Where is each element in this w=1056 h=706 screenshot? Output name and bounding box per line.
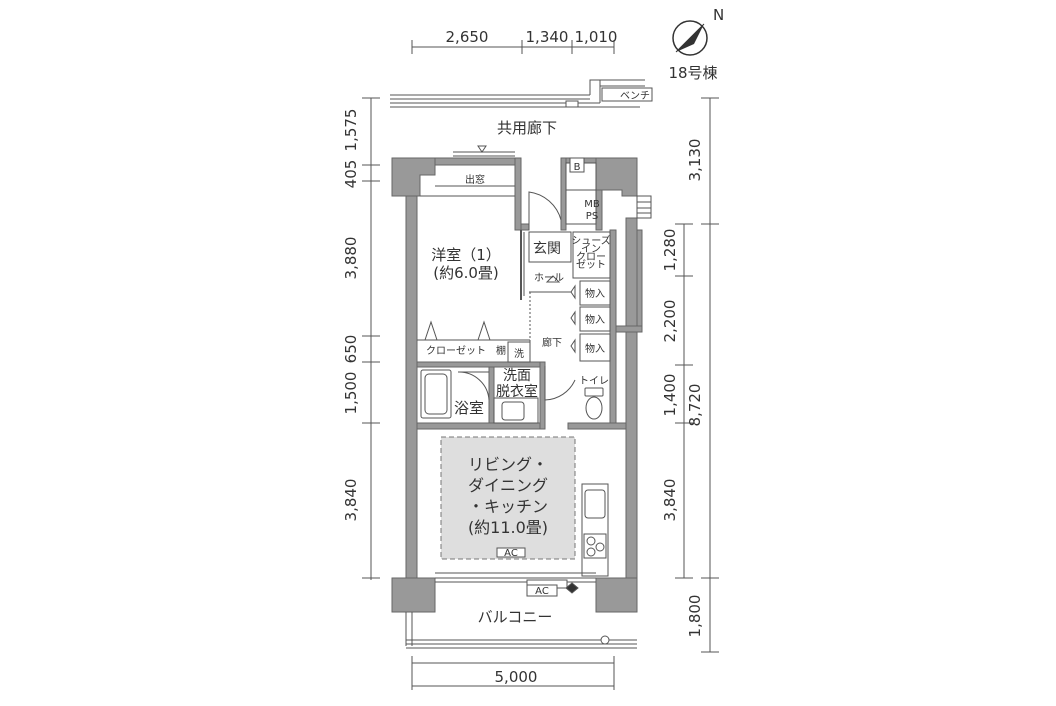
dim-left-5: 1,500	[342, 372, 360, 415]
balcony-label: バルコニー	[478, 608, 553, 626]
shelf-label: 棚	[496, 344, 506, 357]
ldk-label-2: ダイニング	[468, 476, 548, 495]
dim-left-6: 3,840	[342, 479, 360, 522]
dim-left-2: 405	[342, 160, 360, 189]
hallway-label: 廊下	[542, 336, 562, 349]
dim-right-inner-3: 1,400	[661, 374, 679, 417]
north-compass-icon	[672, 20, 708, 56]
shoes-closet-labels: シューズ イン クロー ゼット	[571, 234, 611, 271]
dim-left-4: 650	[342, 335, 360, 364]
shoes-closet-2: イン	[581, 244, 601, 255]
right-dimension-lines	[675, 97, 719, 653]
entrance-label: 玄関	[533, 240, 561, 257]
left-dimension-line	[362, 97, 380, 580]
kitchen	[581, 483, 609, 577]
b-box-label: B	[574, 162, 581, 173]
building-number: 18号棟	[668, 64, 717, 82]
closet	[417, 320, 531, 363]
balcony-windows	[435, 572, 596, 597]
washroom	[493, 397, 539, 424]
bedroom-name: 洋室（1）	[431, 246, 501, 264]
bedroom-size: (約6.0畳)	[433, 264, 499, 282]
mbps-label-2: PS	[586, 211, 598, 222]
mbps-label-1: MB	[584, 199, 600, 210]
dim-left-3: 3,880	[342, 237, 360, 280]
dim-top-2: 1,340	[526, 28, 569, 46]
mbps-box	[565, 157, 597, 225]
corridor-railing	[390, 79, 653, 108]
dim-top-3: 1,010	[575, 28, 618, 46]
dim-right-inner-4: 3,840	[661, 479, 679, 522]
walls	[391, 157, 643, 613]
balcony-railing	[405, 612, 637, 649]
ldk-size: (約11.0畳)	[468, 518, 548, 537]
storage-label-3: 物入	[585, 342, 605, 355]
dim-top-1: 2,650	[446, 28, 489, 46]
north-label: N	[713, 6, 724, 24]
bay-window-label: 出窓	[465, 173, 485, 186]
dim-right-outer-2: 8,720	[686, 384, 704, 427]
toilet	[544, 366, 604, 420]
ac-label-ldk: AC	[504, 548, 518, 559]
corridor-label: 共用廊下	[497, 119, 557, 137]
bedroom	[520, 230, 525, 300]
bench-label: ベンチ	[620, 90, 650, 102]
dim-right-outer-1: 3,130	[686, 139, 704, 182]
ldk-area	[440, 436, 576, 560]
dim-right-inner-1: 1,280	[661, 229, 679, 272]
washroom-label-1: 洗面	[503, 368, 531, 384]
ac-label-balcony: AC	[535, 586, 549, 597]
dim-left-1: 1,575	[342, 109, 360, 152]
dim-bottom: 5,000	[495, 668, 538, 686]
storage-label-2: 物入	[585, 313, 605, 326]
bay-window	[420, 145, 515, 197]
ac-unit-ldk	[496, 547, 526, 558]
storage-label-1: 物入	[585, 287, 605, 300]
ldk-label-3: ・キッチン	[468, 497, 548, 516]
closet-label: クローゼット	[426, 345, 486, 357]
bath-label: 浴室	[454, 399, 484, 417]
ldk-label-1: リビング・	[468, 455, 548, 474]
shoes-closet-3: クロー	[576, 251, 606, 263]
exterior-step	[636, 195, 652, 219]
top-dimension-line	[411, 40, 615, 54]
hall-label: ホール	[534, 272, 564, 284]
shoes-closet-1: シューズ	[571, 234, 611, 247]
shoes-closet-4: ゼット	[576, 259, 606, 271]
bathroom	[420, 369, 490, 419]
toilet-label: トイレ	[579, 376, 609, 387]
washer-label: 洗	[514, 348, 524, 360]
entrance-door	[528, 191, 562, 230]
entrance-area	[528, 231, 611, 362]
dim-right-outer-3: 1,800	[686, 595, 704, 638]
dim-right-inner-2: 2,200	[661, 300, 679, 343]
washroom-label-2: 脱衣室	[496, 383, 538, 400]
bottom-dimension-line	[411, 656, 615, 690]
